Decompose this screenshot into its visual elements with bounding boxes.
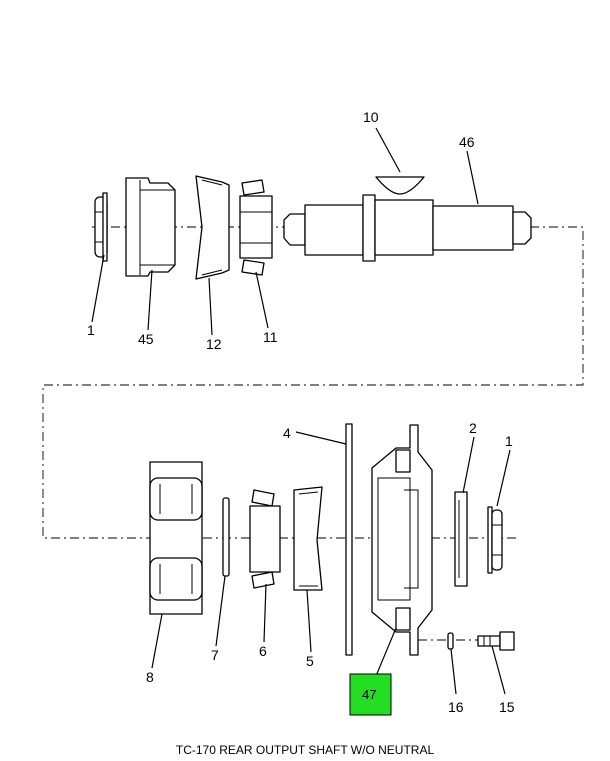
leader-8 xyxy=(151,613,163,669)
leader-10 xyxy=(375,127,401,173)
part-12-bearing-cup[interactable] xyxy=(195,175,230,280)
leader-4 xyxy=(295,431,347,445)
leader-1-bottom xyxy=(496,449,511,507)
part-46-output-shaft[interactable] xyxy=(283,194,532,262)
callout-47[interactable]: 47 xyxy=(362,687,376,702)
leader-11 xyxy=(255,271,269,329)
callout-1-top[interactable]: 1 xyxy=(87,322,95,338)
callout-5[interactable]: 5 xyxy=(306,653,314,669)
callout-16[interactable]: 16 xyxy=(448,699,464,715)
callout-46[interactable]: 46 xyxy=(459,134,475,150)
callout-2[interactable]: 2 xyxy=(469,420,477,436)
leader-6 xyxy=(263,583,267,643)
part-1-nut-top[interactable] xyxy=(94,192,108,262)
part-10-key[interactable] xyxy=(375,176,425,195)
leader-45 xyxy=(147,269,153,331)
callout-15[interactable]: 15 xyxy=(499,699,515,715)
leader-7 xyxy=(215,575,226,647)
leader-2 xyxy=(462,436,475,494)
leader-1-top xyxy=(91,254,105,323)
callout-8[interactable]: 8 xyxy=(146,669,154,685)
part-8-housing[interactable] xyxy=(149,461,203,615)
highlight-box-47[interactable] xyxy=(349,673,392,716)
part-1-nut-bottom[interactable] xyxy=(487,506,503,574)
callout-1-bottom[interactable]: 1 xyxy=(505,433,513,449)
part-16-lock-washer[interactable] xyxy=(447,632,454,650)
leader-12 xyxy=(208,277,213,336)
part-5-bearing-cup[interactable] xyxy=(293,486,323,591)
leader-16 xyxy=(450,648,457,695)
leader-46 xyxy=(466,150,479,205)
exploded-parts-diagram: 1 45 12 11 10 46 4 2 1 8 7 6 5 47 16 15 xyxy=(42,109,584,716)
callout-12[interactable]: 12 xyxy=(206,336,222,352)
part-6-bearing-cone[interactable] xyxy=(249,489,281,589)
part-7-snap-ring[interactable] xyxy=(222,497,230,577)
leader-47 xyxy=(375,627,397,677)
part-47-retainer[interactable] xyxy=(371,424,433,656)
callout-11[interactable]: 11 xyxy=(263,329,278,345)
callout-45[interactable]: 45 xyxy=(138,331,154,347)
part-4-gasket[interactable] xyxy=(345,423,353,656)
leader-15 xyxy=(491,645,506,695)
part-11-bearing-cone[interactable] xyxy=(239,179,273,276)
callout-7[interactable]: 7 xyxy=(211,647,219,663)
callout-6[interactable]: 6 xyxy=(259,643,267,659)
part-2-seal[interactable] xyxy=(454,491,468,587)
callout-10[interactable]: 10 xyxy=(363,109,379,125)
callout-4[interactable]: 4 xyxy=(283,425,291,441)
part-15-bolt[interactable] xyxy=(477,631,515,651)
leader-5 xyxy=(306,589,312,653)
part-45-flange[interactable] xyxy=(125,177,176,277)
diagram-caption: TC-170 REAR OUTPUT SHAFT W/O NEUTRAL xyxy=(175,743,435,757)
